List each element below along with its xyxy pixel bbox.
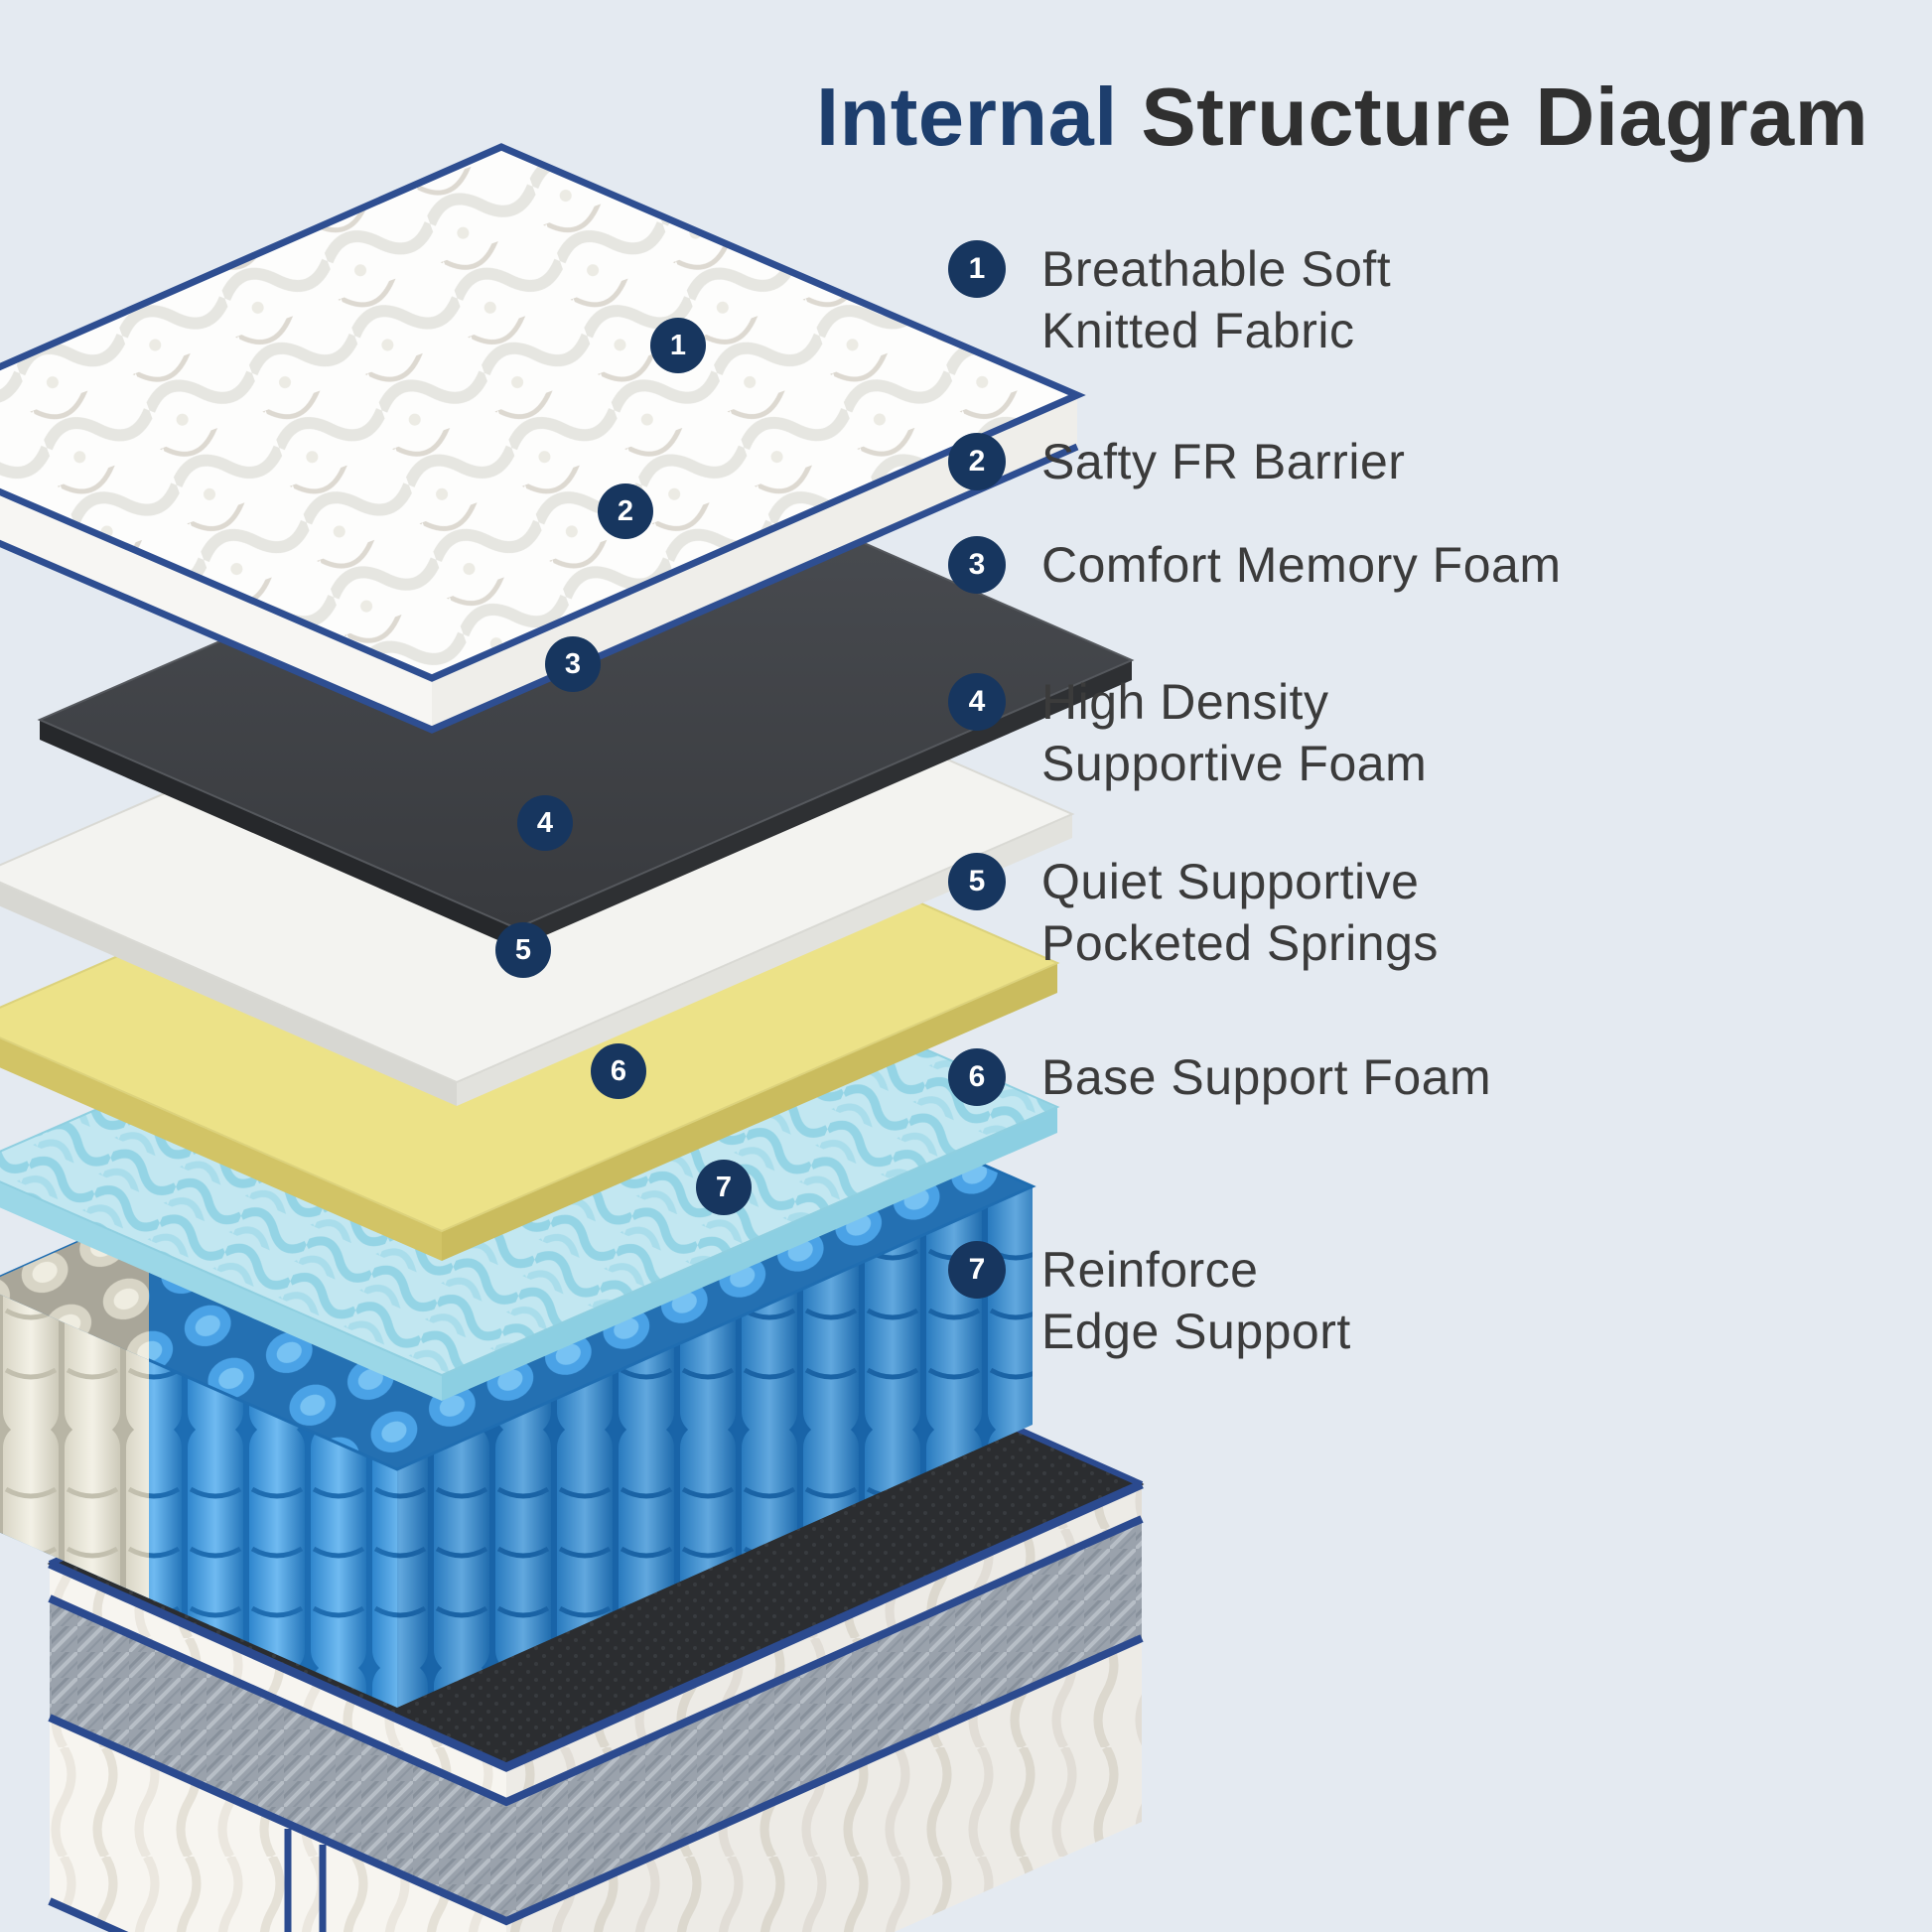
legend-badge-1: 1 (948, 240, 1006, 298)
legend-badge-7: 7 (948, 1241, 1006, 1299)
legend-badge-4: 4 (948, 673, 1006, 731)
legend-label-3-line-1: Comfort Memory Foam (1041, 537, 1562, 593)
legend-badge-5: 5 (948, 853, 1006, 910)
diagram-marker-2: 2 (598, 483, 653, 539)
legend-item-2: 2 Safty FR Barrier (948, 431, 1405, 492)
legend-badge-6: 6 (948, 1048, 1006, 1106)
legend-item-4: 4 High Density Supportive Foam (948, 671, 1427, 794)
legend-label-5-line-1: Quiet Supportive (1041, 854, 1420, 909)
legend-label-1-line-2: Knitted Fabric (1041, 303, 1355, 358)
legend-badge-2: 2 (948, 433, 1006, 490)
legend-label-3: Comfort Memory Foam (1041, 534, 1561, 596)
title-rest: Structure Diagram (1117, 70, 1868, 163)
legend-item-5: 5 Quiet Supportive Pocketed Springs (948, 851, 1439, 974)
legend-label-6: Base Support Foam (1041, 1046, 1491, 1108)
diagram-marker-5: 5 (495, 922, 551, 978)
legend-label-5: Quiet Supportive Pocketed Springs (1041, 851, 1439, 974)
legend-label-7-line-2: Edge Support (1041, 1304, 1351, 1359)
legend: 1 Breathable Soft Knitted Fabric 2 Safty… (948, 0, 1931, 1932)
legend-label-4: High Density Supportive Foam (1041, 671, 1427, 794)
legend-item-1: 1 Breathable Soft Knitted Fabric (948, 238, 1391, 361)
legend-label-4-line-1: High Density (1041, 674, 1329, 730)
page-title: Internal Structure Diagram (816, 69, 1868, 165)
mattress-exploded-view (0, 143, 1145, 1932)
title-highlight: Internal (816, 70, 1118, 163)
diagram-marker-4: 4 (517, 795, 573, 851)
diagram-marker-1: 1 (650, 318, 706, 373)
legend-label-1: Breathable Soft Knitted Fabric (1041, 238, 1391, 361)
diagram-marker-3: 3 (545, 636, 601, 692)
diagram-marker-7: 7 (696, 1160, 752, 1215)
legend-item-3: 3 Comfort Memory Foam (948, 534, 1561, 596)
legend-badge-3: 3 (948, 536, 1006, 594)
layer-fr-barrier (37, 450, 1135, 948)
legend-item-6: 6 Base Support Foam (948, 1046, 1491, 1108)
legend-label-5-line-2: Pocketed Springs (1041, 915, 1439, 971)
legend-label-2-line-1: Safty FR Barrier (1041, 434, 1406, 489)
legend-label-7-line-1: Reinforce (1041, 1242, 1259, 1298)
diagram-marker-6: 6 (591, 1043, 646, 1099)
legend-label-6-line-1: Base Support Foam (1041, 1049, 1492, 1105)
legend-item-7: 7 Reinforce Edge Support (948, 1239, 1351, 1362)
legend-label-2: Safty FR Barrier (1041, 431, 1405, 492)
legend-label-1-line-1: Breathable Soft (1041, 241, 1392, 297)
legend-label-4-line-2: Supportive Foam (1041, 736, 1428, 791)
legend-label-7: Reinforce Edge Support (1041, 1239, 1351, 1362)
